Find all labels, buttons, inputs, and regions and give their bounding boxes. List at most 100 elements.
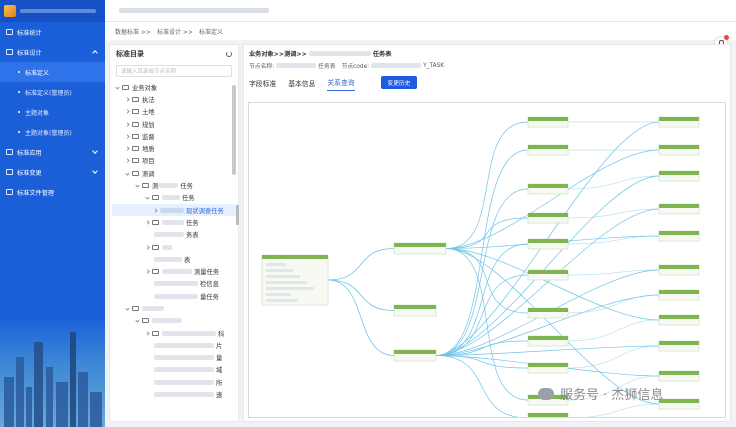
sidebar-item-design[interactable]: 标准设计 bbox=[0, 42, 105, 62]
redacted-text bbox=[162, 330, 216, 336]
caret-right-icon bbox=[125, 97, 130, 102]
tree-node[interactable]: 速 bbox=[112, 388, 238, 400]
folder-icon bbox=[152, 219, 159, 225]
tree-node[interactable]: 科 bbox=[112, 327, 238, 339]
redacted-text bbox=[162, 269, 192, 275]
tree-node[interactable]: 地质 bbox=[112, 142, 238, 154]
tree-node[interactable]: 域 bbox=[112, 364, 238, 376]
graph-link bbox=[567, 319, 660, 342]
caret-right-icon bbox=[125, 146, 130, 151]
graph-mid-node-header bbox=[394, 243, 446, 247]
folder-icon bbox=[132, 170, 139, 176]
redacted-text bbox=[152, 318, 182, 324]
graph-root-field-row bbox=[266, 263, 286, 266]
sidebar-item-change[interactable]: 标准变更 bbox=[0, 162, 105, 182]
grid-icon bbox=[6, 189, 13, 195]
tree-node[interactable]: 量任务 bbox=[112, 290, 238, 302]
graph-leaf-node-header bbox=[528, 213, 568, 217]
tree-node[interactable]: 测任务 bbox=[112, 179, 238, 191]
app-logo bbox=[0, 0, 105, 22]
logo-icon bbox=[4, 5, 16, 17]
tree-node[interactable]: 监督 bbox=[112, 130, 238, 142]
tree-node[interactable]: 量 bbox=[112, 352, 238, 364]
tab-basic-info[interactable]: 基本信息 bbox=[288, 79, 316, 88]
graph-leaf-node-header bbox=[528, 308, 568, 312]
refresh-icon[interactable] bbox=[226, 51, 232, 57]
caret-down-icon bbox=[135, 318, 140, 323]
city-skyline-image bbox=[0, 317, 105, 427]
caret-right-icon bbox=[153, 207, 158, 213]
relation-graph-canvas[interactable] bbox=[248, 102, 726, 418]
graph-leaf-node-header bbox=[659, 231, 699, 235]
tree-node[interactable]: 项目 bbox=[112, 155, 238, 167]
tree-node-label: 所 bbox=[216, 379, 223, 387]
sidebar-item-application[interactable]: 标准应用 bbox=[0, 142, 105, 162]
redacted-text bbox=[154, 392, 214, 398]
graph-leaf-node-header bbox=[659, 145, 699, 149]
tree-node[interactable]: 测调 bbox=[112, 167, 238, 179]
sidebar-item-label: 标准设计 bbox=[17, 49, 42, 57]
caret-down-icon bbox=[125, 171, 130, 176]
tree-node[interactable]: 土地 bbox=[112, 106, 238, 118]
graph-leaf-node-header bbox=[528, 239, 568, 243]
sidebar-item-stats[interactable]: 标准统计 bbox=[0, 22, 105, 42]
redacted-text bbox=[154, 379, 214, 385]
redacted-text bbox=[154, 281, 198, 287]
redacted-text bbox=[154, 293, 198, 299]
tree-scrollbar[interactable] bbox=[232, 85, 236, 175]
tab-relation-query[interactable]: 关系查询 bbox=[327, 77, 355, 91]
sidebar-item-files[interactable]: 标准文件管理 bbox=[0, 182, 105, 202]
tree-node[interactable]: 规划 bbox=[112, 118, 238, 130]
panel-resize-handle[interactable] bbox=[236, 205, 239, 225]
graph-leaf-node-header bbox=[659, 290, 699, 294]
redacted-text bbox=[371, 63, 422, 68]
graph-link bbox=[567, 235, 660, 245]
graph-link bbox=[327, 279, 395, 356]
tree-node[interactable]: 执法 bbox=[112, 93, 238, 105]
caret-right-icon bbox=[145, 330, 150, 336]
graph-leaf-node-header bbox=[659, 117, 699, 121]
change-history-button[interactable]: 变更历史 bbox=[381, 76, 417, 89]
tree-node[interactable]: 业务对象 bbox=[112, 81, 238, 93]
catalog-search-input[interactable]: 请输入目录或节点名称 bbox=[116, 65, 232, 77]
folder-icon bbox=[132, 96, 139, 102]
tree-node[interactable]: 任务 bbox=[112, 192, 238, 204]
folder-icon bbox=[132, 121, 139, 127]
sidebar-subitem-definition[interactable]: 标准定义 bbox=[0, 62, 105, 82]
tree-node-selected[interactable]: 现状调查任务 bbox=[112, 203, 238, 217]
sidebar-subitem-subject[interactable]: 主题对象 bbox=[0, 102, 105, 122]
sidebar-subitem-subject-admin[interactable]: 主题对象(管理员) bbox=[0, 122, 105, 142]
tree-node[interactable]: 片 bbox=[112, 339, 238, 351]
header-title-redacted bbox=[119, 8, 269, 13]
tree-node[interactable]: 任务 bbox=[112, 216, 238, 228]
node-path-prefix: 业务对象>>测调>> bbox=[249, 51, 307, 58]
tree-node[interactable] bbox=[112, 302, 238, 314]
tree-node[interactable]: 表 bbox=[112, 253, 238, 265]
breadcrumb-item[interactable]: 标准设计 >> bbox=[156, 28, 193, 36]
caret-right-icon bbox=[145, 220, 150, 225]
graph-link bbox=[445, 149, 660, 249]
tree-node[interactable] bbox=[112, 315, 238, 327]
tree-node[interactable]: 所 bbox=[112, 376, 238, 388]
graph-link bbox=[327, 248, 395, 281]
folder-icon bbox=[152, 244, 159, 250]
tree-node[interactable]: 检信息 bbox=[112, 278, 238, 290]
tree-node[interactable]: 务表 bbox=[112, 229, 238, 241]
tree-node[interactable] bbox=[112, 241, 238, 253]
tab-field-standard[interactable]: 字段标准 bbox=[249, 79, 277, 88]
grid-icon bbox=[6, 169, 13, 175]
sidebar-subitem-label: 标准定义(管理员) bbox=[25, 89, 72, 97]
breadcrumb-item[interactable]: 数据标准 >> bbox=[115, 28, 151, 36]
tree-node-label: 务表 bbox=[186, 232, 199, 240]
tree-node-label: 表 bbox=[184, 256, 191, 264]
node-name-suffix: 任务表 bbox=[318, 64, 336, 70]
tree-node-label: 域 bbox=[216, 367, 223, 375]
tree-node-label: 测 bbox=[152, 183, 159, 191]
redacted-text bbox=[308, 51, 371, 56]
sidebar-subitem-definition-admin[interactable]: 标准定义(管理员) bbox=[0, 82, 105, 102]
tree-node-label: 执法 bbox=[142, 96, 155, 104]
folder-icon bbox=[132, 305, 139, 311]
caret-down-icon bbox=[135, 183, 140, 188]
tree-node[interactable]: 测量任务 bbox=[112, 265, 238, 277]
folder-icon bbox=[142, 183, 149, 189]
